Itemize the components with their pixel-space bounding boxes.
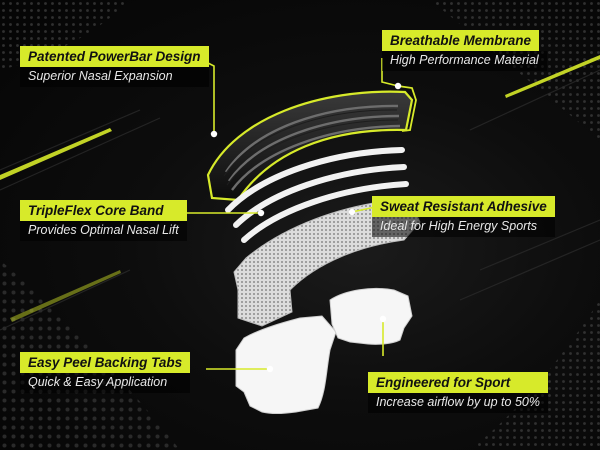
- callout-title: Easy Peel Backing Tabs: [20, 352, 191, 373]
- callout-subtitle: Ideal for High Energy Sports: [372, 217, 555, 237]
- callout-membrane: Breathable Membrane High Performance Mat…: [382, 30, 547, 71]
- backing-tabs-layer: [235, 287, 413, 414]
- callout-sport: Engineered for Sport Increase airflow by…: [368, 372, 548, 413]
- callout-title: Sweat Resistant Adhesive: [372, 196, 555, 217]
- callout-subtitle: Quick & Easy Application: [20, 373, 191, 393]
- membrane-edge: [397, 85, 417, 132]
- callout-core-band: TripleFlex Core Band Provides Optimal Na…: [20, 200, 187, 241]
- callout-subtitle: Increase airflow by up to 50%: [368, 393, 548, 413]
- callout-title: TripleFlex Core Band: [20, 200, 187, 221]
- callout-adhesive: Sweat Resistant Adhesive Ideal for High …: [372, 196, 555, 237]
- callout-subtitle: Superior Nasal Expansion: [20, 67, 209, 87]
- powerbar-layer: [206, 90, 414, 202]
- callout-title: Breathable Membrane: [382, 30, 540, 51]
- callout-backing-tabs: Easy Peel Backing Tabs Quick & Easy Appl…: [20, 352, 191, 393]
- callout-powerbar: Patented PowerBar Design Superior Nasal …: [20, 46, 209, 87]
- callout-title: Engineered for Sport: [368, 372, 548, 393]
- callout-subtitle: Provides Optimal Nasal Lift: [20, 221, 187, 241]
- callout-dots: [210, 82, 402, 373]
- callout-title: Patented PowerBar Design: [20, 46, 209, 67]
- callout-subtitle: High Performance Material: [382, 51, 547, 71]
